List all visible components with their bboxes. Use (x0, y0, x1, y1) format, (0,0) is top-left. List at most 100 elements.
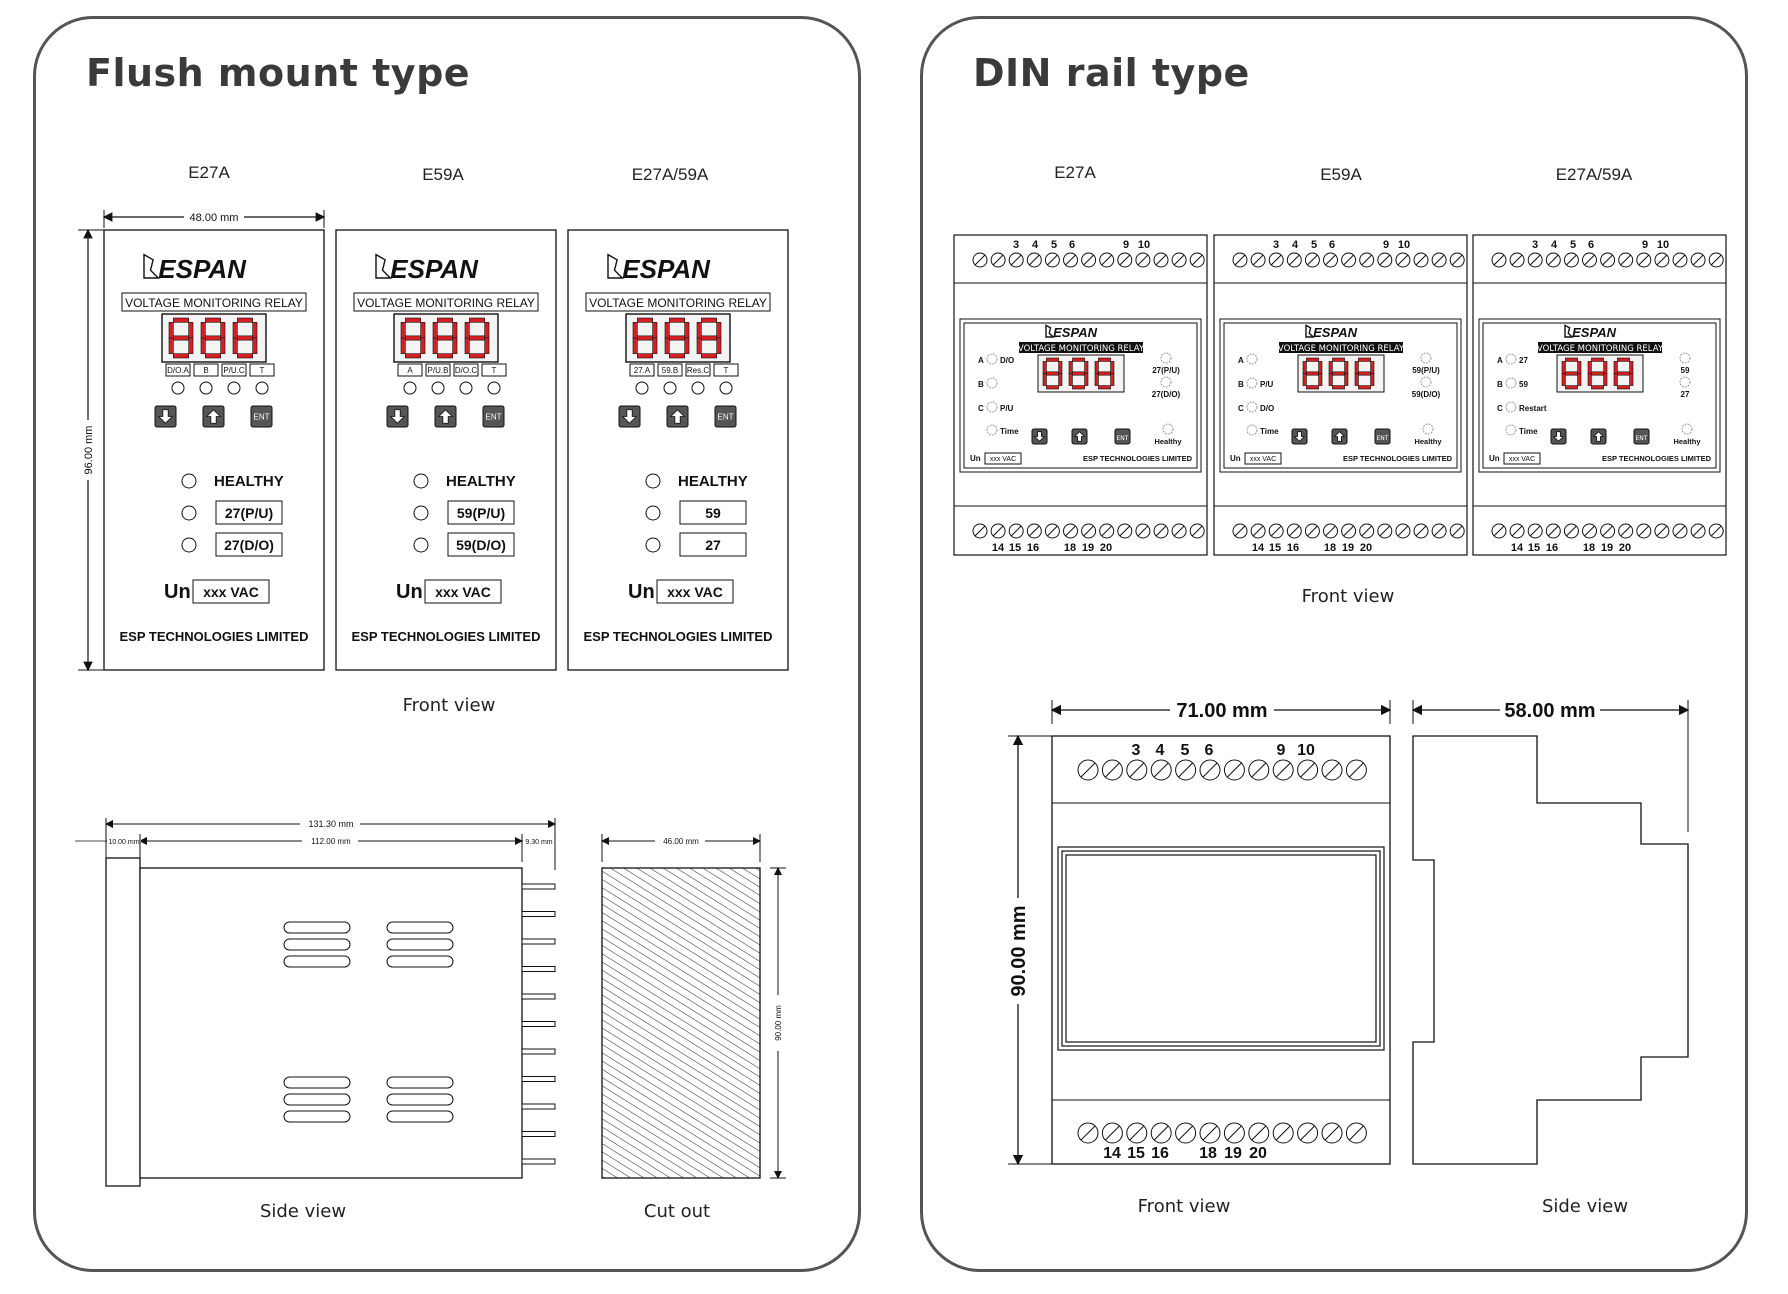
seven-segment-bar (469, 353, 485, 359)
screw-slot (1493, 254, 1505, 266)
terminal-number: 15 (1127, 1145, 1145, 1162)
channel-label: B (1497, 380, 1503, 389)
seven-segment-bar (237, 335, 253, 341)
terminal-number: 5 (1181, 742, 1190, 759)
din-depth-dim: 58.00 mm (1504, 700, 1595, 722)
screw-slot (1692, 525, 1704, 537)
terminal-number: 14 (1511, 542, 1524, 554)
indicator-label: Res.C (687, 366, 709, 375)
screw-slot (1119, 525, 1131, 537)
indicator-led (1246, 377, 1258, 389)
screw-slot (1324, 1125, 1340, 1141)
terminal-number: 18 (1324, 542, 1336, 554)
channel-label: B (1238, 380, 1244, 389)
screw-slot (1083, 254, 1094, 266)
channel-function: P/U (1260, 380, 1274, 389)
seven-segment-bar (669, 335, 685, 341)
seven-segment-bar (469, 317, 485, 323)
status-led (181, 505, 197, 521)
company-name: ESP TECHNOLOGIES LIMITED (351, 629, 540, 644)
screw-slot (1275, 762, 1291, 778)
un-label: Un (396, 581, 423, 603)
display-frame-inner (963, 322, 1198, 469)
screw-slot (1173, 525, 1185, 537)
status-label-box (447, 532, 515, 557)
screw-slot (1251, 1125, 1267, 1141)
terminal-number: 6 (1588, 239, 1594, 251)
channel-label: C (1497, 404, 1503, 413)
terminal-number: 15 (1528, 542, 1540, 554)
seven-segment-bar (1068, 361, 1073, 374)
screw-slot (1307, 254, 1318, 266)
terminal-number: 6 (1329, 239, 1335, 251)
enter-button-label: ENT (1377, 435, 1389, 442)
indicator-label-box (453, 363, 479, 377)
screw-slot (1065, 254, 1076, 266)
seven-segment-bar (1617, 385, 1630, 390)
screw-slot (1638, 254, 1650, 266)
seven-segment-bar (1591, 371, 1604, 376)
seven-segment-bar (432, 322, 438, 339)
indicator-label: D/O.C (455, 366, 477, 375)
enter-button (482, 405, 505, 428)
relay-label-box (1279, 342, 1403, 353)
seven-segment-bar (1332, 371, 1345, 376)
screw-slot (1349, 762, 1364, 778)
seven-segment-bar (1617, 371, 1630, 376)
seven-segment-bar (1042, 373, 1047, 386)
screw-slot (1325, 525, 1336, 537)
terminal-number: 18 (1199, 1145, 1217, 1162)
flush-side-view: 131.30 mm 10.00 mm 112.00 mm 9.30 mm (75, 817, 556, 1187)
screw-slot (1584, 525, 1595, 537)
seven-segment-bar (1332, 357, 1345, 362)
screw-slot (1656, 525, 1668, 537)
seven-segment-bar (1318, 361, 1323, 374)
seven-segment-bar (484, 337, 490, 354)
seven-segment-bar (1042, 361, 1047, 374)
vent-slot (386, 955, 454, 968)
screw-slot (1692, 254, 1704, 266)
enter-button (714, 405, 737, 428)
seven-segment-bar (1110, 373, 1115, 386)
screw-slot (1065, 525, 1076, 537)
flush-mount-title: Flush mount type (86, 51, 471, 95)
display-frame (959, 318, 1202, 473)
screw-slot (1105, 762, 1120, 778)
vent-slot (283, 1076, 351, 1089)
flush-model-label-e27a59a: E27A/59A (631, 165, 709, 184)
indicator-label-box (425, 363, 451, 377)
status-label: 59(P/U) (457, 505, 505, 521)
status-led (413, 537, 429, 553)
terminal-number: 14 (1252, 542, 1265, 554)
seven-segment-bar (205, 335, 221, 341)
seven-segment-bar (220, 337, 226, 354)
indicator-label-box (657, 363, 683, 377)
status-led (645, 537, 661, 553)
screw-slot (1083, 525, 1094, 537)
seven-segment-bar (1302, 361, 1307, 374)
espan-logo-icon (607, 253, 624, 279)
screw-slot (1584, 254, 1595, 266)
seven-segment-bar (1370, 373, 1375, 386)
relay-label: VOLTAGE MONITORING RELAY (1537, 344, 1664, 354)
seven-segment-bar (1370, 361, 1375, 374)
screw-slot (1155, 525, 1167, 537)
side-body-dim: 112.00 mm (311, 837, 351, 846)
side-total-dim: 131.30 mm (308, 819, 353, 829)
screw-slot (974, 525, 986, 537)
enter-button-label: ENT (486, 412, 502, 421)
indicator-led (986, 353, 998, 365)
screw-slot (1101, 254, 1112, 266)
healthy-label: HEALTHY (678, 473, 748, 490)
din-bottom-front-view-label: Front view (1137, 1196, 1231, 1217)
arrow-down-icon (1552, 431, 1565, 442)
vent-slot (283, 938, 351, 951)
relay-label: VOLTAGE MONITORING RELAY (589, 296, 767, 310)
screw-slot (1493, 525, 1505, 537)
screw-slot (1010, 254, 1022, 266)
terminal-number: 9 (1642, 239, 1648, 251)
seven-segment-bar (1617, 357, 1630, 362)
channel-function: 59 (1519, 380, 1528, 389)
